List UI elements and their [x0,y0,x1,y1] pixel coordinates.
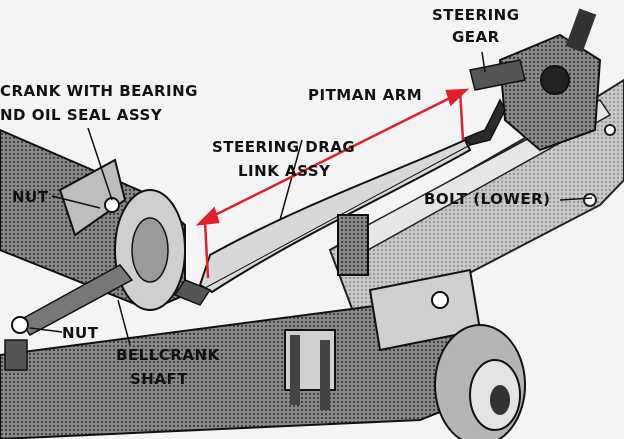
label-bellcrank-shaft-1: BELLCRANK [116,346,221,364]
label-drag-link-1: STEERING DRAG [212,138,355,156]
label-steering-gear-2: GEAR [452,28,500,46]
label-drag-link-2: LINK ASSY [238,162,331,180]
label-steering-gear-1: STEERING [432,6,520,24]
pitman-arm [463,98,506,146]
leader-lines [29,51,593,346]
label-nut-lower: NUT [62,324,99,342]
label-pitman-arm: PITMAN ARM [308,86,422,104]
bellcrank-shaft [11,264,212,336]
arrowhead-left [195,206,220,226]
label-bellcrank-shaft-2: SHAFT [130,370,188,388]
label-bellcrank-bearing-1: CRANK WITH BEARING [0,82,198,100]
arrowhead-right [445,88,470,107]
lower-nut [4,339,28,371]
measurement-annotation [195,88,470,279]
wheel-hub [434,324,526,439]
labels: STEERING GEAR PITMAN ARM CRANK WITH BEAR… [0,6,551,388]
steering-gear [469,8,602,152]
label-bellcrank-bearing-2: ND OIL SEAL ASSY [0,106,163,124]
measurement-tick-right [458,89,465,141]
label-bolt-lower: BOLT (LOWER) [424,190,551,208]
frame-bracket [337,214,369,276]
measurement-line [204,91,461,222]
label-nut-upper: NUT [12,188,49,206]
axle-beam [0,298,471,439]
measurement-tick-left [203,221,210,279]
